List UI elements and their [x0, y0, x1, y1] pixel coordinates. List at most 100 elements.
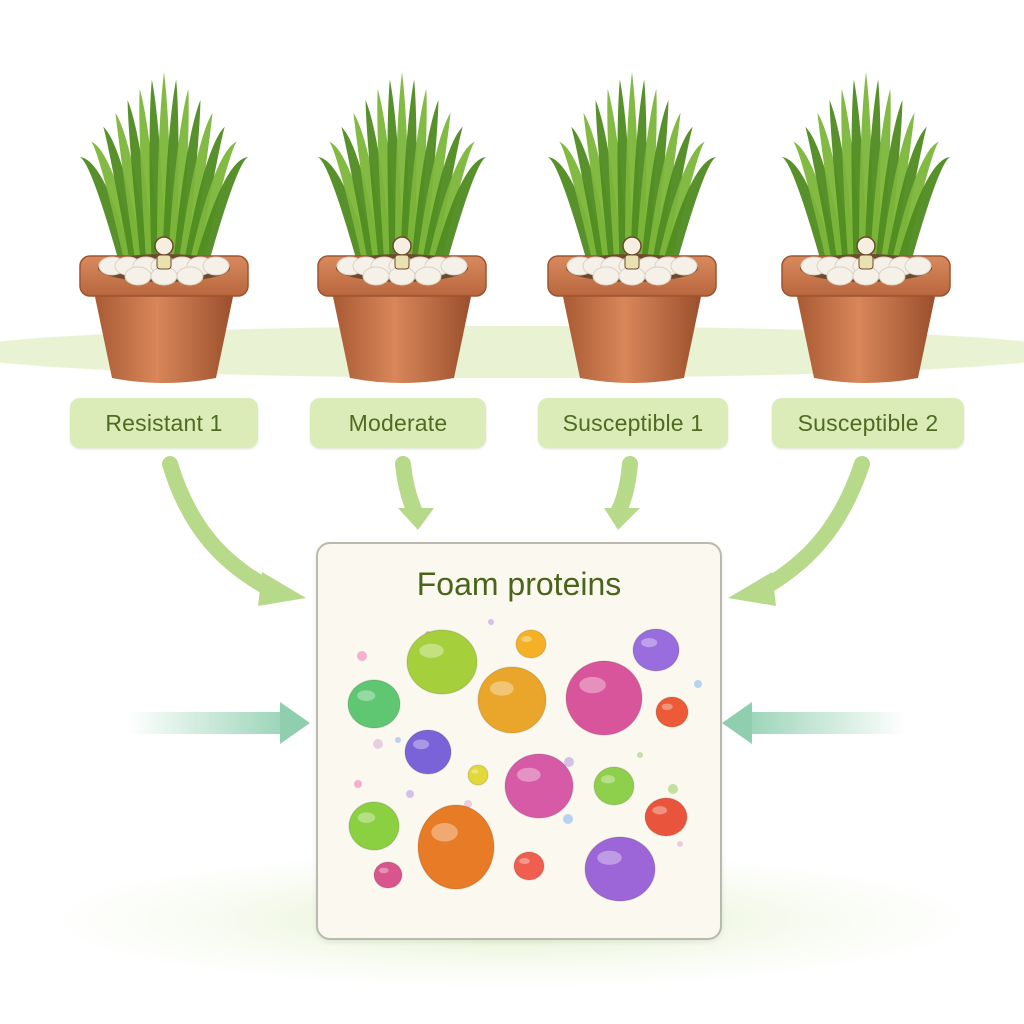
protein-blob — [467, 764, 489, 786]
pebble — [414, 266, 442, 286]
grass-leaf — [875, 100, 903, 263]
grass-leaf — [646, 112, 681, 263]
arrow-heads — [258, 508, 776, 606]
grass-leaf — [897, 157, 951, 262]
grass-leaves — [781, 72, 951, 263]
tiny-figure — [392, 236, 412, 270]
grass-leaf — [657, 141, 705, 262]
grass-leaf — [641, 100, 669, 263]
confetti-dot — [488, 619, 494, 625]
grass-leaf — [891, 141, 939, 262]
foam-title: Foam proteins — [416, 566, 622, 602]
tiny-figure — [622, 236, 642, 270]
pebble — [176, 266, 204, 286]
pebble — [202, 256, 230, 276]
label-susceptible-2: Susceptible 2 — [772, 398, 964, 448]
grass-leaf — [416, 112, 451, 263]
protein-blob — [417, 804, 495, 890]
confetti-dot — [668, 784, 678, 794]
plant-row — [79, 72, 951, 383]
arrowhead-susceptible-1 — [604, 508, 640, 530]
grass-leaves — [317, 72, 487, 263]
confetti-dot — [406, 790, 414, 798]
pebble — [878, 266, 906, 286]
confetti-dot — [464, 800, 472, 808]
protein-blob — [632, 628, 680, 672]
grass-leaf — [189, 141, 237, 262]
protein-blob — [644, 797, 688, 837]
side-arrows — [128, 702, 906, 744]
confetti-dot — [357, 651, 367, 661]
protein-blobs — [347, 619, 702, 902]
label-resistant-1: Resistant 1 — [70, 398, 258, 448]
label-moderate: Moderate — [310, 398, 486, 448]
grass-leaf — [880, 112, 915, 263]
grass-leaf — [178, 112, 213, 263]
pebble — [904, 256, 932, 276]
arrow-susceptible-1 — [611, 456, 638, 518]
ground-band-top — [0, 326, 1024, 378]
confetti-dot — [354, 780, 362, 788]
pebble — [852, 266, 880, 286]
protein-blob — [593, 766, 635, 806]
pot-body — [796, 292, 936, 383]
foam-proteins-box: Foam proteins — [316, 542, 722, 940]
pebble — [670, 256, 698, 276]
potted-plant — [547, 72, 717, 383]
confetti-dot — [677, 841, 683, 847]
confetti-dot — [373, 739, 383, 749]
protein-blob — [513, 851, 545, 881]
pebble — [388, 266, 416, 286]
confetti-dot — [637, 752, 643, 758]
tiny-figure — [856, 236, 876, 270]
protein-blob — [515, 629, 547, 659]
confetti-dot — [395, 737, 401, 743]
arrowhead-resistant-1 — [258, 572, 306, 606]
protein-blob — [373, 861, 403, 889]
grass-leaf — [173, 100, 201, 263]
grass-leaf — [184, 126, 225, 262]
grass-leaf — [433, 157, 487, 262]
confetti-dot — [694, 680, 702, 688]
grass-leaf — [195, 157, 249, 262]
arrowhead-moderate — [398, 508, 434, 530]
protein-blob — [584, 836, 656, 902]
protein-blob — [347, 679, 401, 729]
pot-body — [562, 292, 702, 383]
grass-leaf — [663, 157, 717, 262]
confetti-dot — [564, 757, 574, 767]
white-pebbles — [98, 256, 230, 286]
pebble — [150, 266, 178, 286]
pebble — [592, 266, 620, 286]
protein-blob — [655, 696, 689, 728]
grass-leaves — [547, 72, 717, 263]
confetti-dot — [563, 814, 573, 824]
potted-plant — [79, 72, 249, 383]
grass-leaf — [422, 126, 463, 262]
pebble — [618, 266, 646, 286]
pebble — [362, 266, 390, 286]
protein-blob — [504, 753, 574, 819]
white-pebbles — [800, 256, 932, 286]
white-pebbles — [336, 256, 468, 286]
potted-plant — [317, 72, 487, 383]
pebble — [124, 266, 152, 286]
grass-leaf — [652, 126, 693, 262]
arrow-resistant-1 — [162, 456, 280, 598]
arrowhead-susceptible-2 — [728, 572, 776, 606]
arrow-moderate — [395, 456, 422, 518]
arrow-susceptible-2 — [752, 456, 870, 598]
protein-blob — [406, 629, 478, 695]
arrows-from-labels — [162, 456, 870, 598]
label-susceptible-1: Susceptible 1 — [538, 398, 728, 448]
right-arrow-head — [722, 702, 752, 744]
pebble — [440, 256, 468, 276]
pebble — [644, 266, 672, 286]
pot-body — [332, 292, 472, 383]
pebble — [826, 266, 854, 286]
left-arrow-shaft — [128, 712, 286, 734]
grass-leaf — [886, 126, 927, 262]
grass-leaves — [79, 72, 249, 263]
protein-blob — [404, 729, 452, 775]
